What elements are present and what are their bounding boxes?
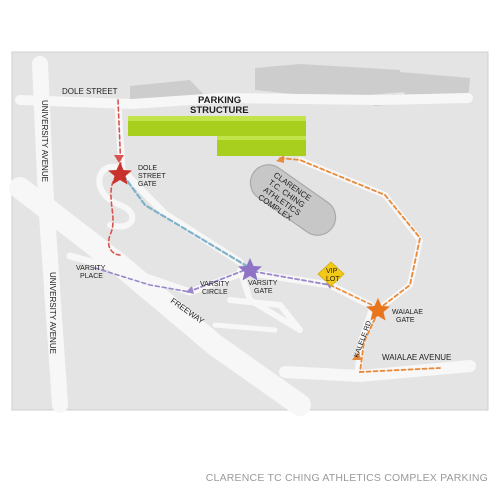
route-varsity-circle <box>187 269 331 293</box>
waialae-avenue-label: WAIALAE AVENUE <box>382 353 451 362</box>
arrow-icon <box>186 286 194 294</box>
route-dole-to-varsity <box>121 173 252 270</box>
varsity-gate-label-2: GATE <box>254 288 273 295</box>
university-avenue-top-label: UNIVERSITY AVENUE <box>40 100 49 182</box>
map-caption: CLARENCE TC CHING ATHLETICS COMPLEX PARK… <box>205 472 488 484</box>
star-icon <box>366 298 390 321</box>
athletics-complex[interactable] <box>243 158 342 243</box>
varsity-place-label-2: PLACE <box>80 273 103 280</box>
arrow-icon <box>114 155 124 163</box>
waialae-gate-label-1: WAIALAE <box>392 309 423 316</box>
parking-structure[interactable] <box>128 116 306 156</box>
varsity-place-label-1: VARSITY <box>76 265 106 272</box>
arrow-icon <box>276 155 284 163</box>
varsity-circle-label-1: VARSITY <box>200 281 230 288</box>
route-waialae-gate <box>279 157 421 309</box>
diamond-icon <box>317 261 345 287</box>
parking-structure-label-2: STRUCTURE <box>190 105 249 116</box>
waialae-gate-label-2: GATE <box>396 317 415 324</box>
vip-lot-label-2: LOT <box>326 276 340 283</box>
roads <box>9 56 476 416</box>
dole-street-gate-label-1: DOLE <box>138 165 157 172</box>
star-icon <box>108 162 132 185</box>
dole-street-gate-label-2: STREET <box>138 173 166 180</box>
varsity-gate-label-1: VARSITY <box>248 280 278 287</box>
varsity-circle-label-2: CIRCLE <box>202 289 228 296</box>
dole-street-label: DOLE STREET <box>62 87 118 96</box>
dole-street-gate-label-3: GATE <box>138 181 157 188</box>
route-vip <box>329 284 373 306</box>
arrow-icon <box>352 352 362 360</box>
university-avenue-bottom-label: UNIVERSITY AVENUE <box>48 272 57 354</box>
gate-markers[interactable] <box>108 162 390 321</box>
route-varsity-place <box>94 267 191 293</box>
star-icon <box>238 258 262 281</box>
vip-lot-label-1: VIP <box>326 268 338 275</box>
route-kalele <box>358 311 441 373</box>
parking-structure-label-1: PARKING <box>198 95 241 106</box>
